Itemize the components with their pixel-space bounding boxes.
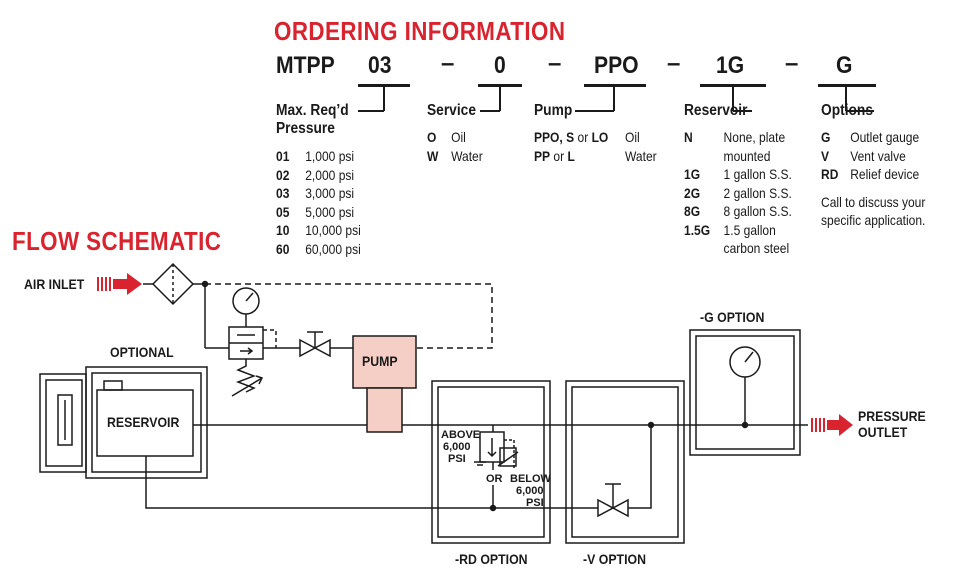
regulator-valve-icon [228, 326, 277, 397]
code-separator-2: – [548, 50, 562, 77]
pressure-outlet-label-1: PRESSURE [858, 408, 926, 424]
g-option-label: -G OPTION [700, 309, 765, 325]
pump-desc: Oil Water [625, 129, 657, 164]
inlet-gauge-icon [232, 287, 260, 315]
code-separator-1: – [441, 50, 455, 77]
code-underline-reservoir [700, 84, 766, 87]
pump-label: PUMP [362, 353, 398, 369]
below-6000-label: BELOW 6,000 PSI [510, 473, 551, 509]
pump-list: PPO, S or LO PP or L [534, 129, 609, 164]
outlet-gauge-icon [729, 346, 761, 378]
reservoir-heading: Reservoir [684, 102, 748, 119]
pressure-outlet-label-2: OUTLET [858, 424, 908, 440]
ordering-connectors [358, 86, 874, 112]
v-option-frame [565, 380, 685, 544]
air-inlet-label: AIR INLET [24, 276, 85, 292]
pressure-heading: Max. Req’d Pressure [276, 102, 349, 137]
pump-box [352, 335, 417, 389]
air-filter-icon [151, 262, 195, 306]
code-underline-pump [584, 84, 646, 87]
rd-option-frame [431, 380, 551, 544]
above-6000-label: ABOVE 6,000 PSI [441, 429, 481, 465]
service-heading: Service [427, 102, 476, 119]
reservoir-box [96, 389, 194, 457]
options-heading: Options [821, 102, 873, 119]
air-inlet-arrow-icon [97, 273, 142, 295]
shutoff-valve-icon [299, 331, 331, 358]
optional-label: OPTIONAL [110, 344, 174, 360]
vent-valve-icon [597, 483, 629, 518]
code-prefix: MTPP [276, 52, 335, 79]
rd-option-label: -RD OPTION [455, 551, 528, 567]
code-separator-4: – [785, 50, 799, 77]
code-separator-3: – [667, 50, 681, 77]
g-option-frame [689, 329, 801, 456]
pressure-outlet-arrow-icon [811, 414, 853, 436]
code-part-options: G [836, 52, 853, 79]
code-part-reservoir: 1G [716, 52, 745, 79]
pump-heading: Pump [534, 102, 573, 119]
reservoir-label: RESERVOIR [107, 414, 180, 430]
code-underline-pressure [358, 84, 410, 87]
or-label: OR [486, 473, 503, 485]
code-underline-options [818, 84, 876, 87]
v-option-label: -V OPTION [583, 551, 646, 567]
code-underline-service [478, 84, 522, 87]
code-part-pressure: 03 [368, 52, 392, 79]
pump-body [366, 387, 403, 433]
code-part-pump: PPO [594, 52, 639, 79]
schematic-title: FLOW SCHEMATIC [12, 226, 222, 256]
ordering-title: ORDERING INFORMATION [274, 16, 566, 46]
code-part-service: 0 [494, 52, 506, 79]
relief-valve-icon [474, 431, 519, 470]
optional-reservoir-outer [39, 373, 87, 473]
